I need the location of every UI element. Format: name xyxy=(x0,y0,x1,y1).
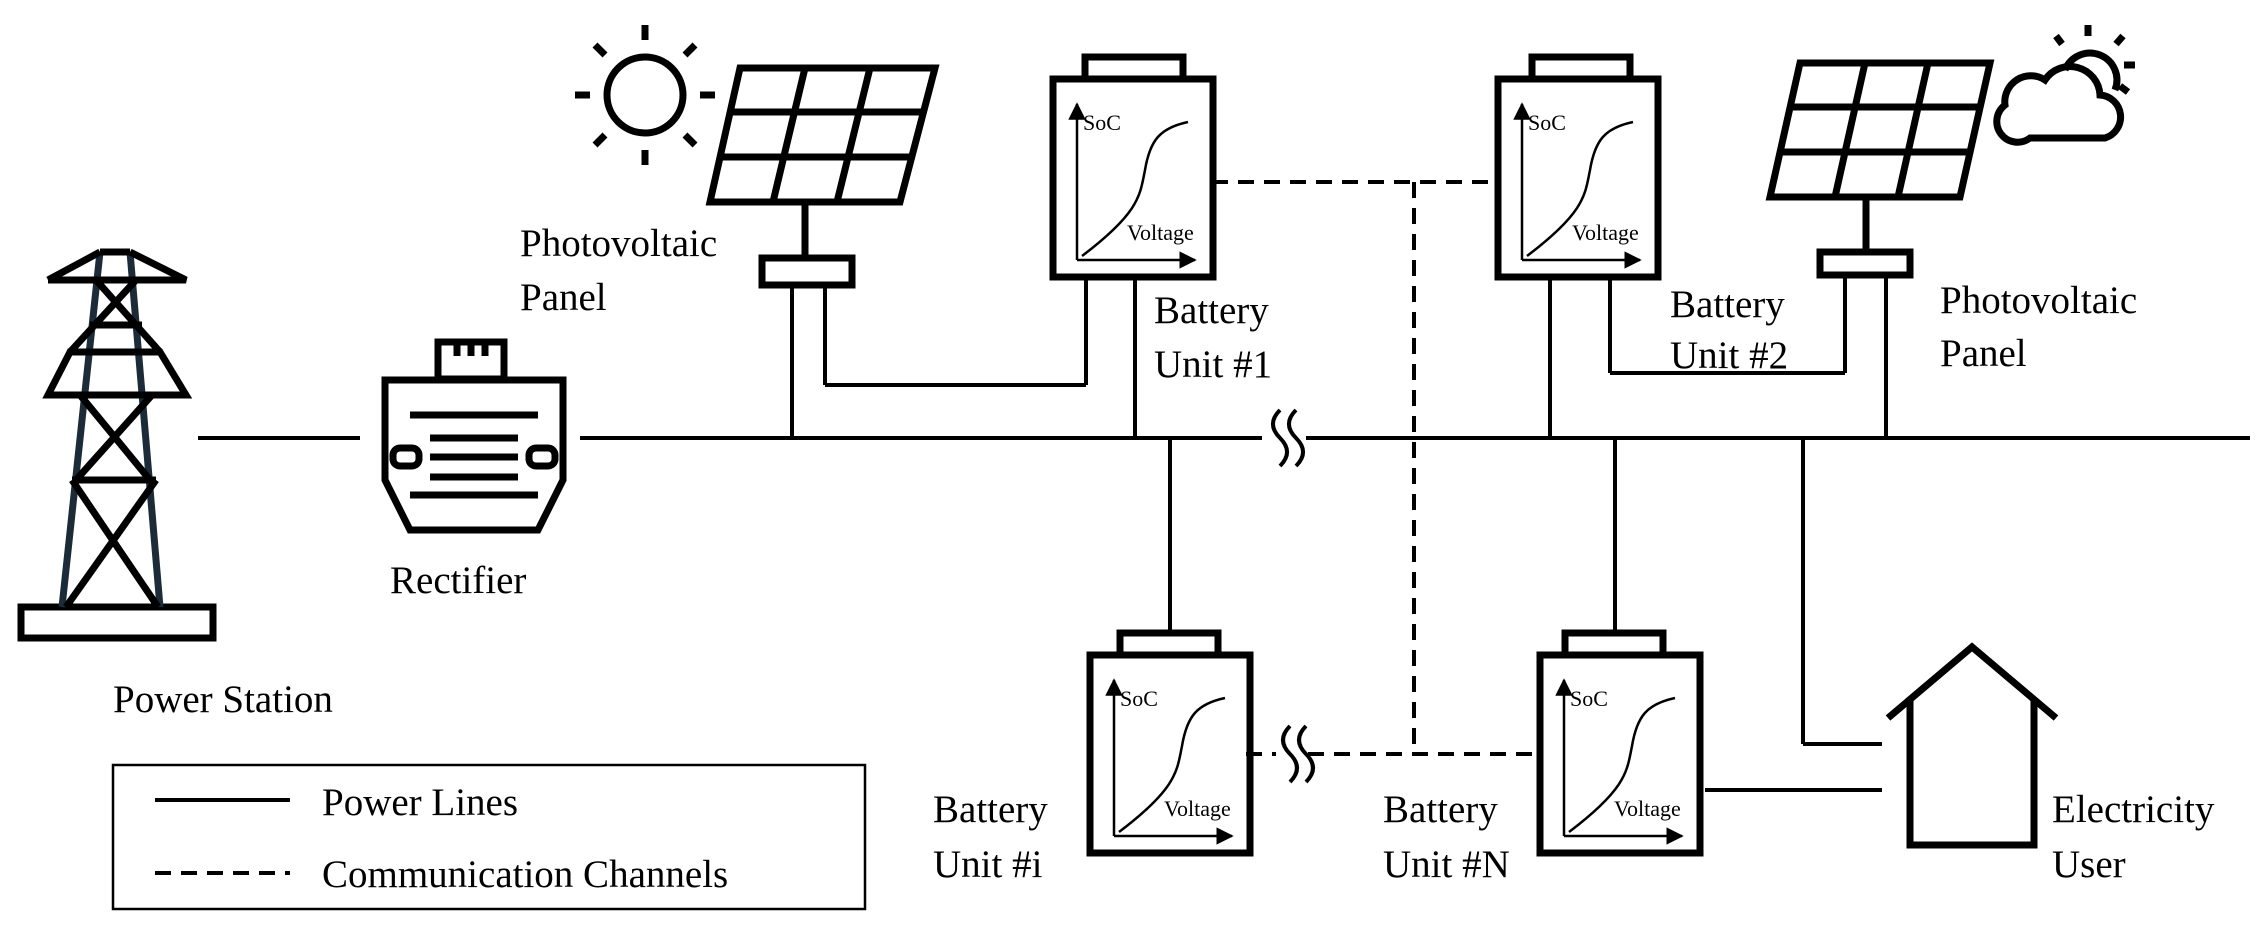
battery-unit-n: SoC Voltage xyxy=(1536,629,1704,857)
battery-unit-i: SoC Voltage xyxy=(1086,629,1254,857)
battery-unit-1: SoC Voltage xyxy=(1049,53,1217,281)
batteryn-voltage-label: Voltage xyxy=(1614,796,1681,821)
battery2-soc-label: SoC xyxy=(1528,110,1566,135)
solar-panel-left-icon xyxy=(705,64,940,289)
battery2-voltage-label: Voltage xyxy=(1572,220,1639,245)
batteryi-voltage-label: Voltage xyxy=(1164,796,1231,821)
battery1-soc-label: SoC xyxy=(1083,110,1121,135)
legend: Power Lines Communication Channels xyxy=(111,763,867,911)
rectifier-icon xyxy=(381,338,567,534)
user-label-1: Electricity xyxy=(2052,788,2215,831)
solar-panel-right-icon xyxy=(1765,59,1995,279)
break-symbol-comm xyxy=(1276,724,1315,784)
power-lines xyxy=(198,275,2250,792)
break-symbol-bus xyxy=(1262,408,1306,468)
batteryn-label-1: Battery xyxy=(1383,788,1498,831)
battery1-label-1: Battery xyxy=(1154,289,1269,332)
batteryi-soc-label: SoC xyxy=(1120,686,1158,711)
transmission-tower-icon xyxy=(17,248,217,642)
batteryn-soc-label: SoC xyxy=(1570,686,1608,711)
communication-channels xyxy=(1212,180,1536,756)
cloud-sun-icon xyxy=(1993,25,2135,146)
battery1-voltage-label: Voltage xyxy=(1127,220,1194,245)
pv-right-label-1: Photovoltaic xyxy=(1940,279,2137,322)
batteryi-label-2: Unit #i xyxy=(933,843,1043,886)
sun-icon xyxy=(575,25,715,165)
house-icon xyxy=(1885,642,2059,849)
user-label-2: User xyxy=(2052,843,2126,886)
battery1-label-2: Unit #1 xyxy=(1154,343,1272,386)
batteryn-label-2: Unit #N xyxy=(1383,843,1510,886)
batteryi-label-1: Battery xyxy=(933,788,1048,831)
legend-box xyxy=(111,763,867,911)
battery-unit-2: SoC Voltage xyxy=(1494,53,1662,281)
legend-power-lines-label: Power Lines xyxy=(322,781,518,824)
battery2-label-2: Unit #2 xyxy=(1670,334,1788,377)
battery2-label-1: Battery xyxy=(1670,283,1785,326)
rectifier-label: Rectifier xyxy=(390,559,526,602)
pv-left-label-1: Photovoltaic xyxy=(520,222,717,265)
pv-right-label-2: Panel xyxy=(1940,332,2027,375)
pv-left-label-2: Panel xyxy=(520,276,607,319)
legend-comm-label: Communication Channels xyxy=(322,853,728,896)
power-station-label: Power Station xyxy=(113,678,333,721)
